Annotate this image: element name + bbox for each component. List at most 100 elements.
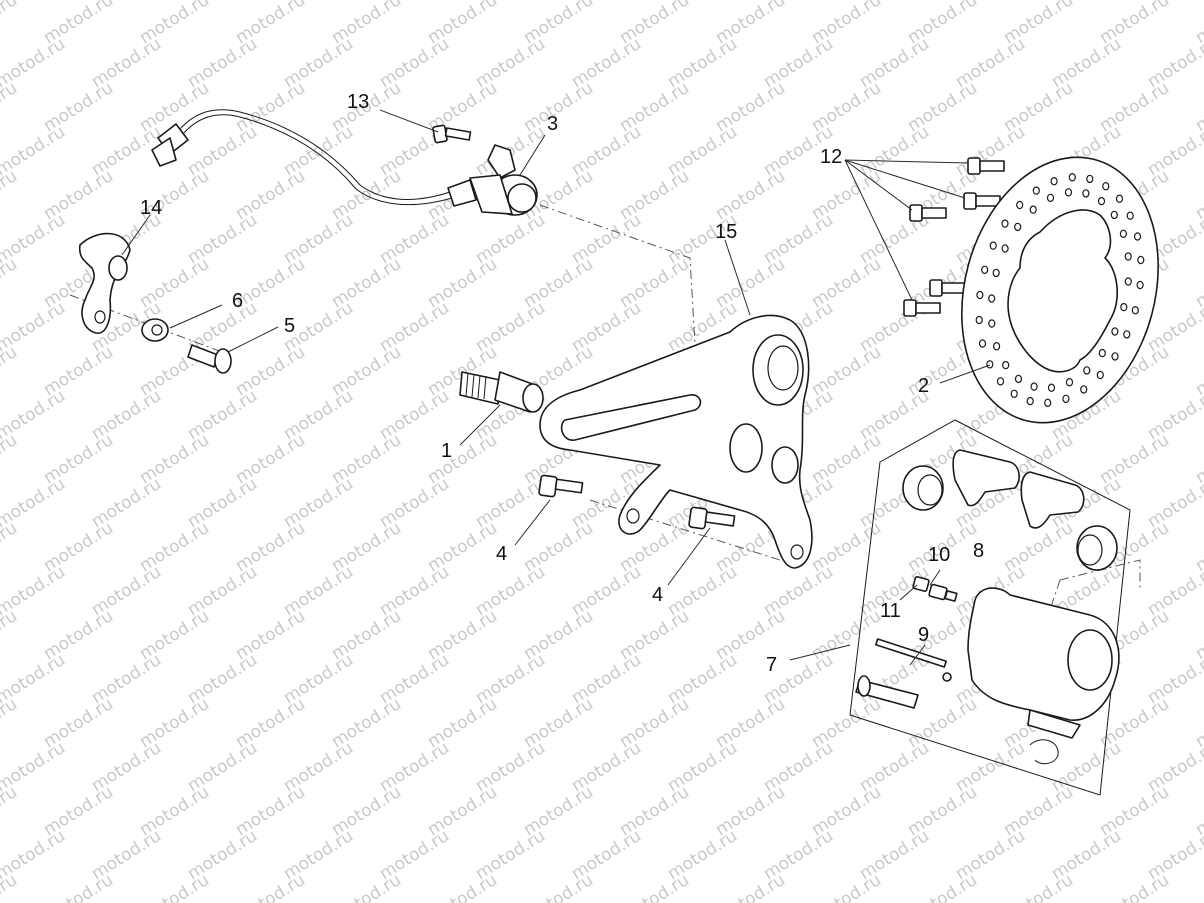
disc-hole <box>1047 383 1056 392</box>
callout-6: 6 <box>232 290 243 312</box>
disc-hole <box>1096 370 1104 380</box>
disc-hole <box>1046 193 1055 202</box>
callout-9: 9 <box>918 624 929 646</box>
callout-10: 10 <box>928 544 950 566</box>
disc-hole <box>1120 302 1128 312</box>
watermark-text: motod.ru <box>0 166 21 224</box>
disc-hole <box>992 342 1001 351</box>
disc-hole <box>1030 382 1038 391</box>
callout-4-right: 4 <box>652 584 663 606</box>
callout-8: 8 <box>973 540 984 562</box>
disc-hole <box>986 360 994 369</box>
disc-hole <box>1029 205 1037 214</box>
disc-hole <box>976 290 984 300</box>
watermark-text: motod.ru <box>0 78 21 136</box>
disc-hole <box>1097 196 1106 206</box>
watermark-text: motod.ru <box>0 0 21 48</box>
disc-hole <box>1044 398 1052 407</box>
callout-15: 15 <box>715 221 737 243</box>
disc-hole <box>1086 174 1094 184</box>
spacer-part-6 <box>141 318 169 342</box>
disc-hole <box>996 377 1005 386</box>
disc-hole <box>975 315 983 325</box>
disc-hole <box>1136 280 1144 290</box>
pin-part-5 <box>187 344 232 374</box>
bolt-part-4-upper <box>538 474 584 498</box>
disc-hole <box>1111 327 1119 336</box>
disc-hole <box>1014 222 1022 232</box>
disc-hole <box>1110 210 1118 220</box>
watermark-text: motod.ru <box>1000 870 1077 903</box>
disc-hole <box>989 241 997 250</box>
disc-hole <box>1119 229 1128 238</box>
watermark-text: motod.ru <box>232 870 309 903</box>
caliper-body-part-7 <box>855 587 1120 765</box>
callout-13: 13 <box>347 91 369 113</box>
bleed-screw-part-10-11 <box>912 576 958 602</box>
callout-5: 5 <box>284 315 295 337</box>
disc-hole <box>1111 352 1119 361</box>
callout-4-left: 4 <box>496 543 507 565</box>
disc-hole <box>1082 189 1090 198</box>
watermark-text: motod.ru <box>0 342 21 400</box>
callout-12: 12 <box>820 146 842 168</box>
disc-hole <box>1123 330 1131 339</box>
brake-pads-part-8 <box>902 449 1118 571</box>
disc-hole <box>1083 366 1091 375</box>
disc-hole <box>1133 232 1142 241</box>
watermark-text: motod.ru <box>904 870 981 903</box>
disc-hole <box>981 265 989 274</box>
disc-hole <box>1001 244 1009 253</box>
disc-hole <box>988 319 996 328</box>
disc-hole <box>1137 255 1145 265</box>
watermark-text: motod.ru <box>712 870 789 903</box>
watermark-text: motod.ru <box>0 254 21 312</box>
disc-hole <box>1102 181 1110 191</box>
watermark-text: motod.ru <box>520 870 597 903</box>
disc-hole <box>1001 219 1009 228</box>
disc-hole <box>988 294 996 303</box>
callout-labels: 13 3 14 6 5 15 1 4 4 12 2 8 10 11 9 7 <box>140 91 984 676</box>
callout-2: 2 <box>918 375 929 397</box>
watermark-text: motod.ru <box>40 870 117 903</box>
callout-7: 7 <box>766 654 777 676</box>
disc-hole <box>1098 348 1106 358</box>
brake-disc-part-2 <box>961 156 1159 424</box>
watermark-text: motod.ru <box>0 430 21 488</box>
disc-holes <box>975 172 1145 407</box>
disc-hole <box>1002 360 1010 370</box>
watermark-text: motod.ru <box>1192 870 1204 903</box>
disc-hole <box>1062 394 1070 403</box>
speed-sensor-part-3 <box>151 109 538 216</box>
disc-hole <box>1131 306 1139 315</box>
watermark-text: motod.ru <box>0 606 21 664</box>
bolt-part-13 <box>432 124 472 144</box>
watermark-text: motod.ru <box>424 870 501 903</box>
watermark-text: motod.ru <box>0 782 21 840</box>
disc-hole <box>1026 396 1034 406</box>
callout-3: 3 <box>547 113 558 135</box>
disc-hole <box>1068 172 1076 182</box>
watermark-text: motod.ru <box>1096 870 1173 903</box>
watermark-text: motod.ru <box>0 870 21 903</box>
bolt-part-4-lower <box>688 506 736 530</box>
watermark-text: motod.ru <box>616 870 693 903</box>
watermark-text: motod.ru <box>0 694 21 752</box>
disc-hole <box>1014 374 1023 384</box>
disc-hole <box>992 268 1000 278</box>
watermark-text: motod.ru <box>136 870 213 903</box>
disc-hole <box>978 339 987 348</box>
callout-11: 11 <box>880 600 901 622</box>
caliper-bracket-part-15 <box>539 314 813 569</box>
stud-pin-part-1 <box>459 371 544 413</box>
disc-hole <box>1050 176 1058 186</box>
disc-hole <box>1032 186 1040 195</box>
disc-hole <box>1065 378 1074 387</box>
watermark-text: motod.ru <box>0 518 21 576</box>
disc-hole <box>1124 252 1132 261</box>
disc-hole <box>1126 211 1134 220</box>
pad-pin-part-9 <box>875 638 952 682</box>
watermark-text: motod.ru <box>328 870 405 903</box>
sensor-bracket-part-14 <box>78 232 131 334</box>
